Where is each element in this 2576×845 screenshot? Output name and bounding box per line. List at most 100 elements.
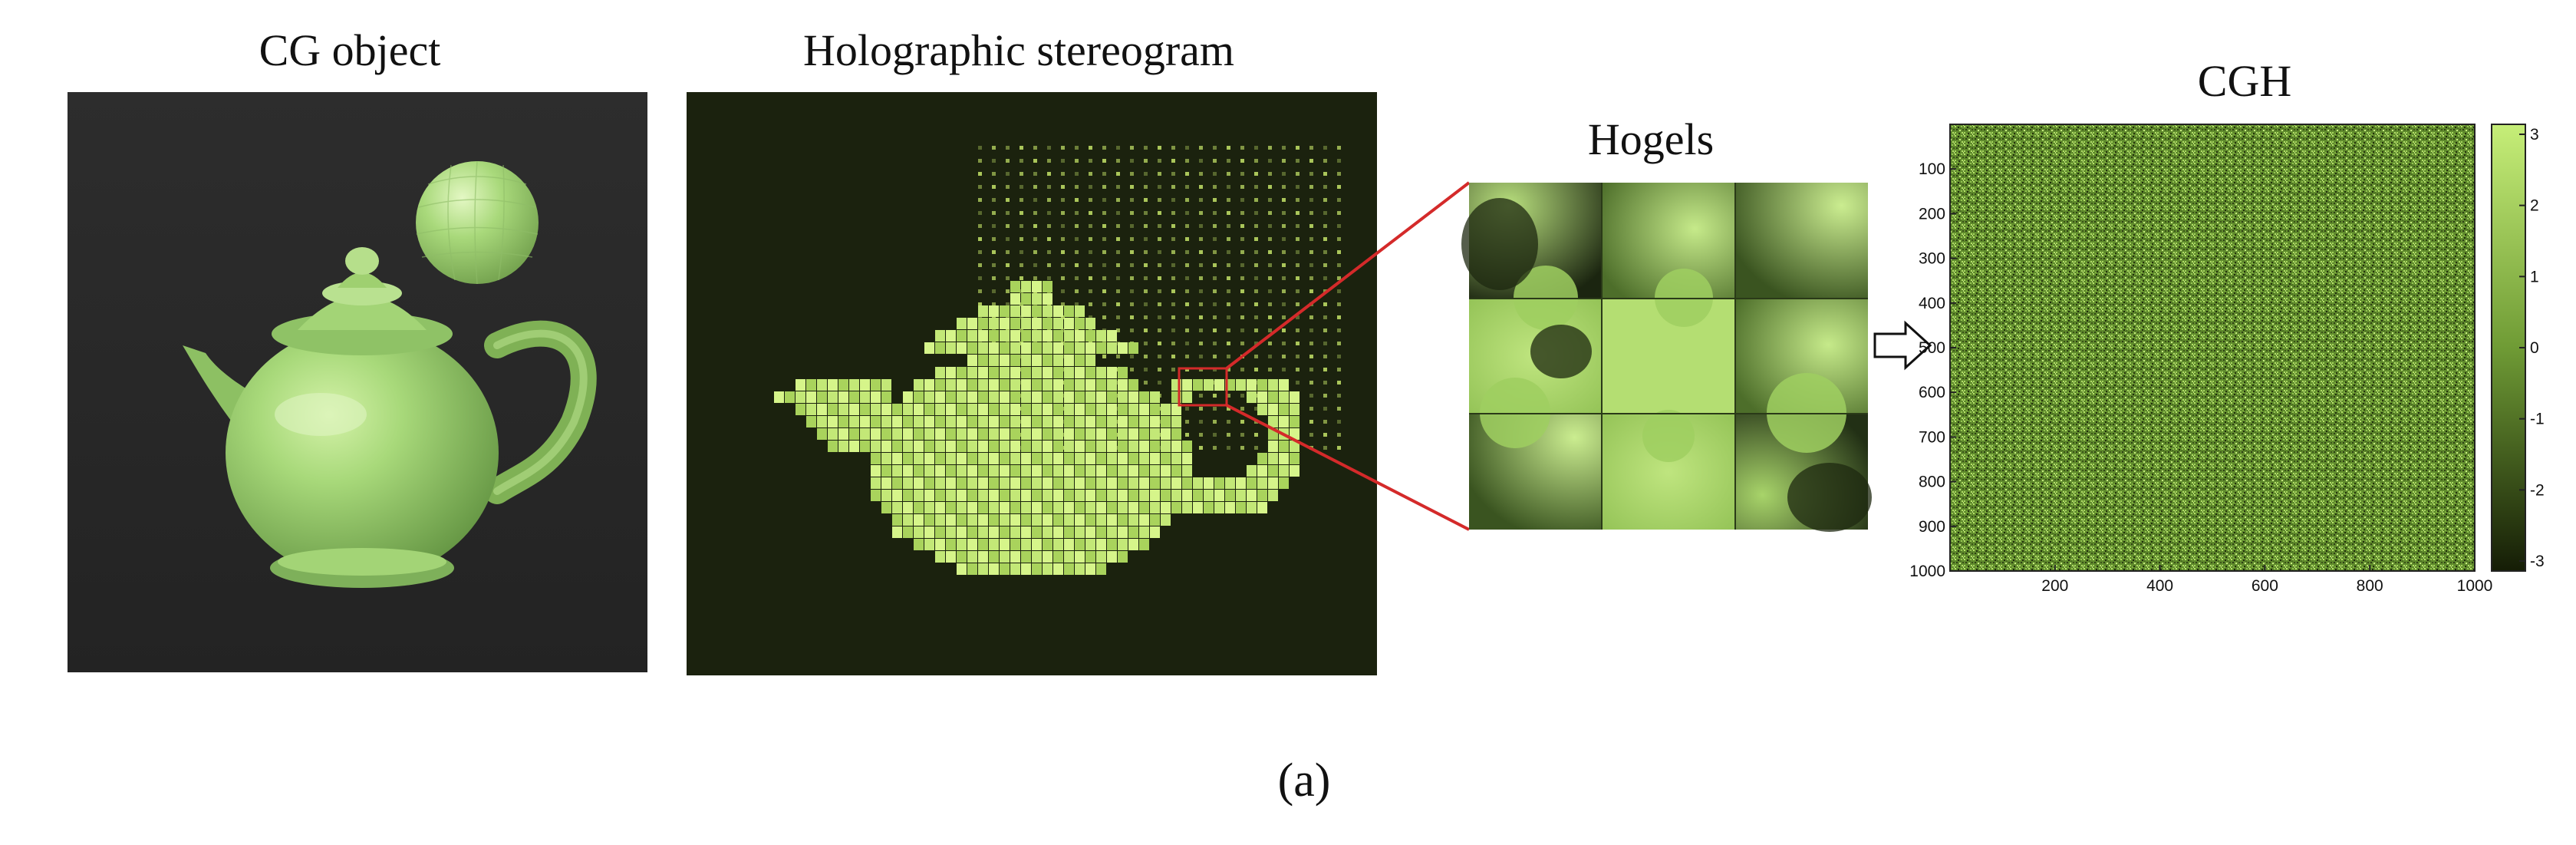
hogel-dot <box>1199 328 1203 332</box>
hogel-dot <box>1185 433 1189 437</box>
teapot-block <box>860 379 870 391</box>
hogel-dot <box>1199 172 1203 176</box>
teapot-block <box>1021 330 1031 342</box>
figure-caption: (a) <box>1277 754 1331 807</box>
teapot-block <box>892 428 902 440</box>
teapot-block <box>871 477 881 489</box>
teapot-block <box>989 526 999 538</box>
hogel-dot <box>1337 342 1341 345</box>
hogel-dot <box>1006 224 1010 228</box>
hogel-dot <box>1144 302 1148 306</box>
teapot-block <box>1096 416 1106 427</box>
hogel-dot <box>1144 146 1148 150</box>
teapot-block <box>1182 453 1192 464</box>
teapot-block <box>957 330 967 342</box>
teapot-block <box>957 563 967 575</box>
hogel-dot <box>1116 315 1120 319</box>
hogel-dot <box>1158 198 1161 202</box>
teapot-block <box>989 391 999 403</box>
hogel-dot <box>1268 185 1272 189</box>
teapot-block <box>1107 416 1117 427</box>
hogel-dot <box>1158 237 1161 241</box>
teapot-block <box>1075 514 1085 526</box>
teapot-block <box>1000 391 1010 403</box>
teapot-block <box>1021 539 1031 550</box>
teapot-block <box>1010 502 1020 513</box>
teapot-block <box>860 428 870 440</box>
hogel-dot <box>1213 146 1217 150</box>
teapot-block <box>1000 305 1010 317</box>
hogel-dot <box>1268 302 1272 306</box>
teapot-block <box>1161 453 1171 464</box>
teapot-block <box>1290 404 1300 415</box>
hogel-dot <box>1185 302 1189 306</box>
teapot-block <box>903 404 913 415</box>
teapot-block <box>1043 539 1052 550</box>
hogel-dot <box>1268 368 1272 371</box>
teapot-block <box>1064 490 1074 501</box>
teapot-block <box>849 404 859 415</box>
hogel-dot <box>992 263 996 267</box>
hogel-dot <box>1240 224 1244 228</box>
cg-object-image <box>68 92 647 672</box>
hogel-dot <box>1323 211 1327 215</box>
teapot-block <box>1010 490 1020 501</box>
teapot-block <box>1075 526 1085 538</box>
teapot-block <box>1161 477 1171 489</box>
hogel-dot <box>1116 355 1120 358</box>
stereogram-image <box>687 92 1377 675</box>
teapot-block <box>989 404 999 415</box>
hogel-dot <box>992 185 996 189</box>
teapot-block <box>1000 428 1010 440</box>
hogel-dot <box>1240 446 1244 450</box>
teapot-block <box>989 465 999 477</box>
hogel-dot <box>978 315 982 319</box>
teapot-block <box>871 453 881 464</box>
teapot-block <box>1021 318 1031 329</box>
hogel-dot <box>1254 250 1258 254</box>
teapot-block <box>967 526 977 538</box>
hogel-dot <box>1213 407 1217 411</box>
teapot-block <box>1290 441 1300 452</box>
teapot-block <box>1064 404 1074 415</box>
teapot-block <box>1279 391 1289 403</box>
teapot-block <box>1021 477 1031 489</box>
hogel-dot <box>1227 211 1230 215</box>
teapot-block <box>1171 416 1181 427</box>
teapot-block <box>957 477 967 489</box>
teapot-block <box>946 330 956 342</box>
teapot-block <box>892 526 902 538</box>
hogel-dot <box>1116 185 1120 189</box>
teapot-block <box>1043 465 1052 477</box>
teapot-block <box>1139 502 1149 513</box>
teapot-block <box>1043 551 1052 563</box>
hogel-dot <box>1061 276 1065 280</box>
teapot-block <box>1290 416 1300 427</box>
teapot-block <box>1010 441 1020 452</box>
x-tick-label: 400 <box>2146 577 2173 595</box>
teapot-block <box>957 342 967 354</box>
teapot-block <box>1107 465 1117 477</box>
teapot-block <box>1139 490 1149 501</box>
hogel-dot <box>1047 263 1051 267</box>
teapot-block <box>1204 477 1214 489</box>
teapot-block <box>1182 441 1192 452</box>
hogel-dot <box>992 250 996 254</box>
teapot-block <box>1075 453 1085 464</box>
hogel-dot <box>1185 198 1189 202</box>
y-tick-label: 400 <box>1919 295 1945 312</box>
hogel-dot <box>1075 211 1079 215</box>
hogel-dot <box>1185 276 1189 280</box>
teapot-block <box>1010 539 1020 550</box>
teapot-block <box>967 330 977 342</box>
teapot-block <box>838 428 848 440</box>
hogel-dot <box>1323 172 1327 176</box>
hogel-dot <box>1171 355 1175 358</box>
hogel-dot <box>1144 185 1148 189</box>
hogel-dot <box>1158 185 1161 189</box>
teapot-block <box>1118 514 1128 526</box>
hogel-dot <box>1089 276 1092 280</box>
hogel-dot <box>1213 433 1217 437</box>
teapot-block <box>1032 502 1042 513</box>
